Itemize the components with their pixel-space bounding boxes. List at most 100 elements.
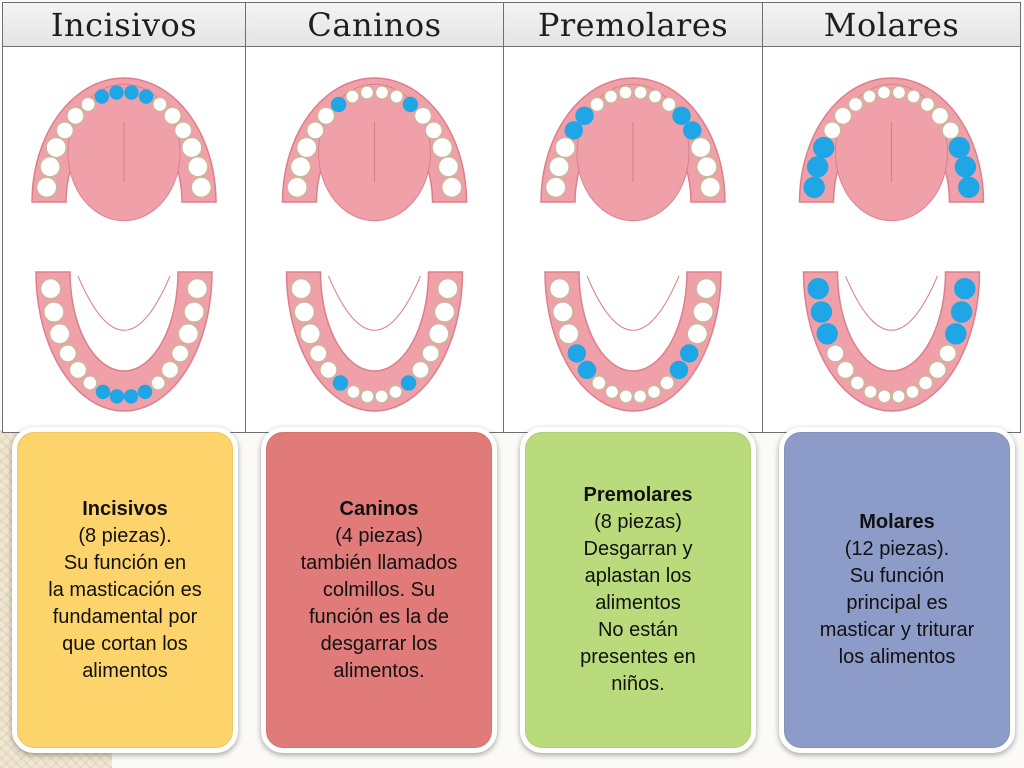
tooth-premolar [316, 106, 336, 126]
tooth-canine [150, 375, 166, 391]
card-text: Caninos (4 piezas) también llamados colm… [291, 496, 468, 685]
lower-dental-arch-icon [544, 271, 722, 412]
tooth-molar [289, 156, 312, 178]
tooth-molar [557, 323, 580, 345]
card-line: aplastan los [584, 565, 692, 587]
tooth-incisor [862, 89, 877, 104]
card-line: No están [597, 619, 679, 641]
tooth-molar [954, 277, 976, 300]
card-line: alimentos [595, 592, 681, 614]
tooth-incisor [389, 89, 404, 104]
card-title: Molares [859, 511, 935, 533]
tooth-molar [686, 323, 709, 345]
dentition-diagram [281, 77, 468, 412]
tooth-canine [330, 96, 347, 113]
tooth-premolar [55, 121, 74, 140]
card-title: Premolares [583, 484, 693, 506]
tooth-molar [803, 176, 825, 199]
tooth-premolar [826, 344, 845, 363]
card-line: colmillos. Su [322, 578, 436, 601]
tooth-premolar [163, 106, 182, 126]
tooth-premolar [836, 360, 855, 380]
tooth-canine [400, 375, 417, 391]
tooth-incisor [603, 89, 619, 104]
tooth-molar [40, 277, 62, 300]
tooth-incisor [123, 389, 139, 404]
tooth-incisor [137, 384, 153, 400]
tooth-molar [296, 136, 318, 159]
tooth-premolar [575, 106, 594, 126]
tooth-premolar [68, 360, 88, 380]
tooth-canine [80, 96, 96, 113]
tooth-incisor [646, 384, 662, 400]
tooth-premolar [411, 360, 430, 380]
tooth-molar [299, 323, 321, 345]
card-text: Molares (12 piezas). Su función principa… [810, 509, 984, 671]
tooth-incisor [632, 389, 648, 404]
header-caninos: Caninos [246, 3, 504, 47]
tooth-molar [954, 156, 977, 178]
tooth-molar [692, 301, 714, 323]
card-text: Premolares (8 piezas) Desgarran y aplast… [570, 482, 706, 698]
tooth-incisor [95, 384, 111, 400]
tooth-premolar [564, 121, 584, 140]
dentition-diagram-molares [763, 47, 1021, 433]
tooth-incisor [891, 85, 907, 100]
tooth-molar [807, 277, 829, 300]
tooth-molar [431, 136, 454, 159]
dentition-diagram-incisivos [3, 47, 246, 433]
tooth-incisor [618, 389, 634, 404]
tooth-incisor [906, 89, 921, 104]
tooth-incisor [94, 89, 110, 104]
tooth-molar [958, 176, 980, 199]
card-title: Caninos [339, 497, 419, 520]
tooth-molar [552, 301, 574, 323]
upper-dental-arch-icon [31, 77, 217, 222]
tooth-incisor [647, 89, 663, 104]
tooth-incisor [388, 384, 403, 400]
tooth-molar [45, 136, 67, 159]
card-line: alimentos. [333, 659, 425, 682]
card-title: Incisivos [82, 497, 168, 520]
dental-table: Incisivos Caninos Premolares Molares [2, 2, 1021, 433]
tooth-canine [661, 96, 677, 113]
card-line: (8 piezas) [594, 511, 682, 533]
tooth-incisor [138, 89, 154, 104]
tooth-canine [849, 375, 866, 391]
header-molares: Molares [763, 3, 1021, 47]
tooth-canine [82, 375, 98, 391]
tooth-premolar [823, 121, 842, 140]
tooth-molar [187, 156, 209, 178]
card-caninos: Caninos (4 piezas) también llamados colm… [261, 427, 497, 753]
upper-dental-arch-icon [798, 77, 985, 222]
card-line: función es la de [308, 605, 450, 628]
tooth-premolar [928, 360, 947, 380]
tooth-molar [549, 277, 571, 300]
tooth-molar [816, 323, 838, 345]
tooth-premolar [672, 106, 691, 126]
tongue-line [77, 275, 171, 331]
card-line: (4 piezas) [335, 524, 423, 547]
card-premolares: Premolares (8 piezas) Desgarran y aplast… [520, 427, 756, 753]
tooth-incisor [374, 389, 389, 404]
card-line: alimentos [82, 659, 168, 682]
header-incisivos: Incisivos [3, 3, 246, 47]
lower-dental-arch-icon [35, 271, 213, 412]
tooth-incisor [109, 389, 125, 404]
lower-dental-arch-icon [802, 271, 981, 412]
tooth-incisor [360, 389, 375, 404]
tooth-incisor [604, 384, 620, 400]
tooth-molar [437, 156, 460, 178]
tooth-molar [441, 176, 463, 199]
tooth-molar [690, 136, 712, 159]
tooth-canine [919, 96, 936, 113]
tooth-molar [43, 301, 65, 323]
tooth-molar [554, 136, 576, 159]
dentition-diagram-premolares [504, 47, 763, 433]
tooth-canine [402, 96, 419, 113]
tooth-canine [152, 96, 168, 113]
tooth-premolar [421, 344, 440, 363]
tooth-molar [190, 176, 213, 199]
tooth-molar [49, 323, 71, 345]
card-line: presentes en [580, 646, 696, 668]
